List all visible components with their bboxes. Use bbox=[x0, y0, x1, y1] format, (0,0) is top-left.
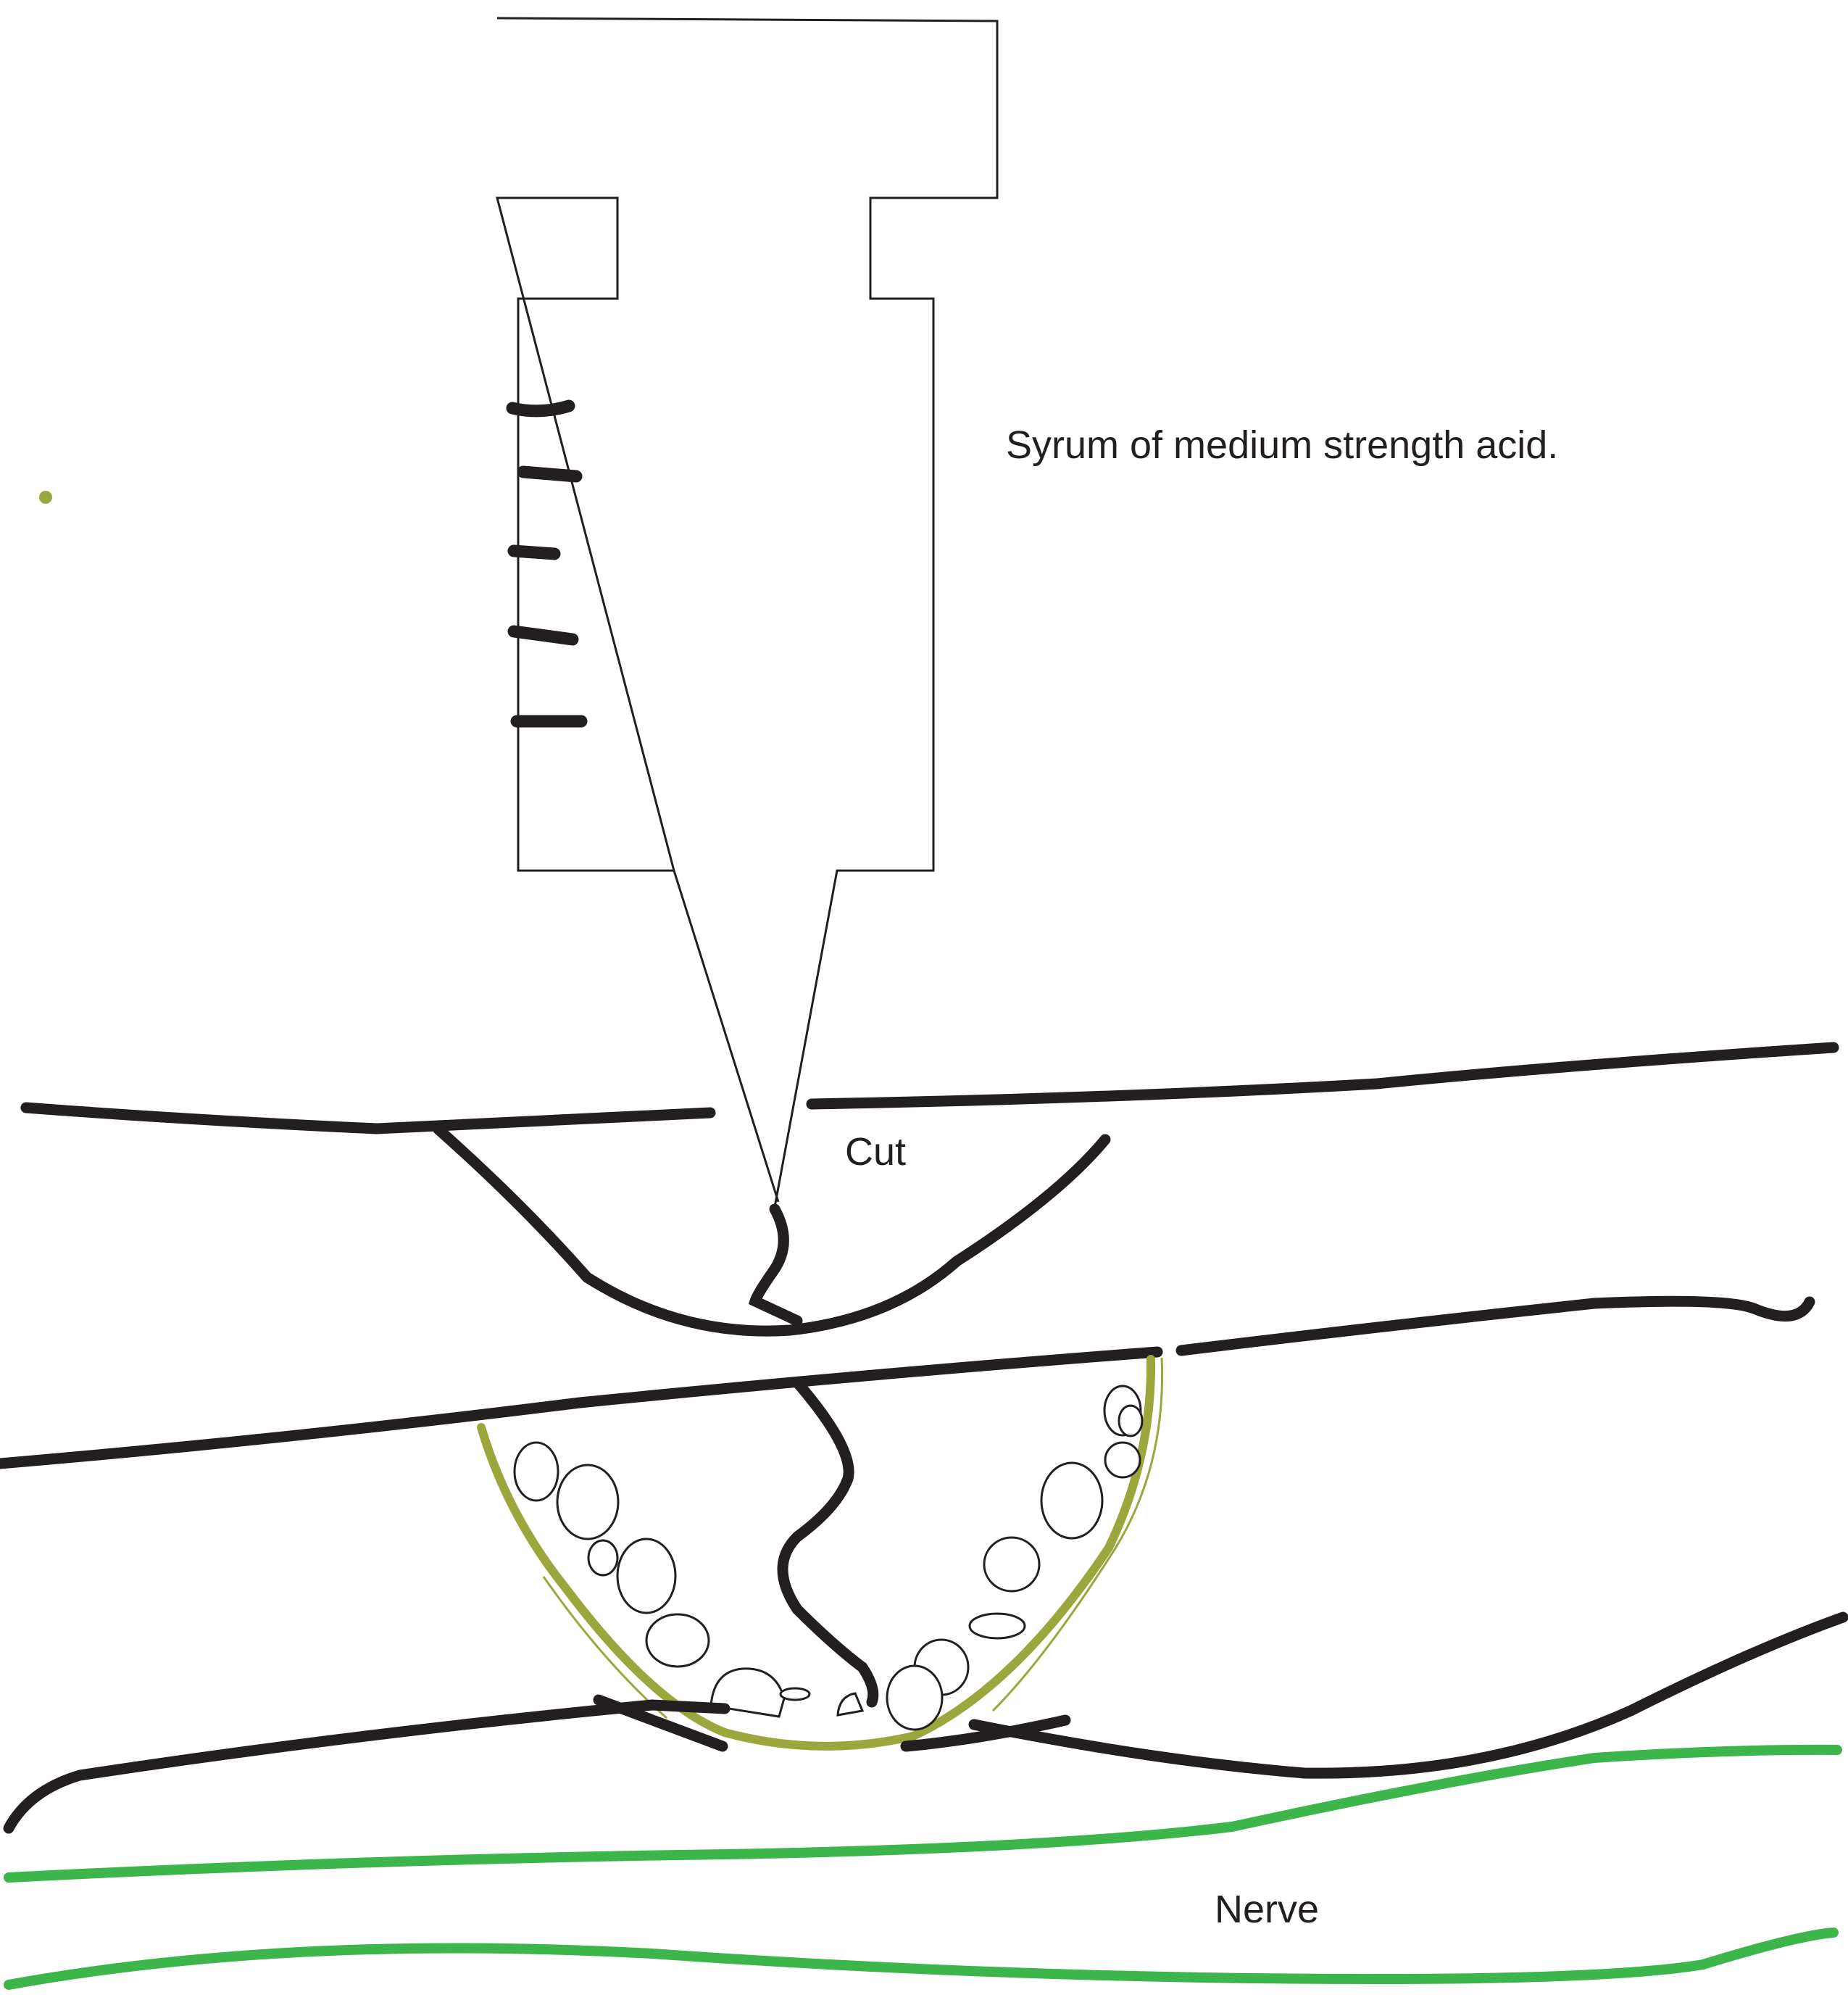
cell bbox=[587, 1539, 619, 1577]
cell bbox=[513, 1441, 559, 1502]
cell bbox=[1040, 1461, 1104, 1540]
injection-path bbox=[777, 1377, 879, 1708]
deep-boundary-crossing bbox=[593, 1694, 728, 1752]
syringe-label: Syrum of medium strength acid. bbox=[1006, 423, 1558, 467]
graduation-mark-2 bbox=[517, 465, 583, 483]
graduation-mark-3 bbox=[507, 544, 561, 560]
tissue-boundary-right bbox=[1175, 1295, 1815, 1356]
tissue-boundary-left bbox=[0, 1346, 1163, 1469]
nerve bbox=[4, 1744, 1842, 1990]
cell bbox=[983, 1536, 1041, 1593]
nerve-lower-edge bbox=[4, 1928, 1839, 1990]
deep-boundary-right bbox=[900, 1611, 1848, 1779]
skin-surface-left bbox=[20, 1102, 716, 1134]
cell bbox=[886, 1664, 944, 1731]
cell bbox=[779, 1687, 811, 1701]
graduation-mark-4 bbox=[507, 625, 579, 646]
graduation-mark-1 bbox=[506, 399, 575, 418]
deep-layer bbox=[3, 1611, 1848, 1834]
cell-cluster bbox=[513, 1385, 1144, 1731]
syringe bbox=[496, 17, 999, 1208]
syringe-body bbox=[496, 17, 999, 1208]
stray-dot bbox=[39, 491, 52, 504]
cut-wound bbox=[433, 1124, 1111, 1337]
cell bbox=[616, 1538, 677, 1614]
cell bbox=[1117, 1404, 1144, 1437]
deep-boundary-left bbox=[3, 1699, 731, 1834]
skin-surface bbox=[20, 1042, 1839, 1337]
cut-label: Cut bbox=[845, 1130, 906, 1174]
lesion-pocket bbox=[477, 1355, 1164, 1751]
cell bbox=[1104, 1441, 1141, 1479]
cell bbox=[556, 1464, 620, 1540]
nerve-label: Nerve bbox=[1215, 1888, 1319, 1931]
needle-tip-track bbox=[748, 1203, 803, 1327]
skin-surface-right bbox=[806, 1042, 1839, 1110]
cell bbox=[836, 1692, 865, 1717]
cell bbox=[968, 1612, 1026, 1640]
nerve-upper-edge bbox=[4, 1744, 1842, 1883]
lesion-outline bbox=[477, 1355, 1156, 1751]
tissue-layer bbox=[0, 1295, 1815, 1708]
cell bbox=[645, 1613, 710, 1668]
